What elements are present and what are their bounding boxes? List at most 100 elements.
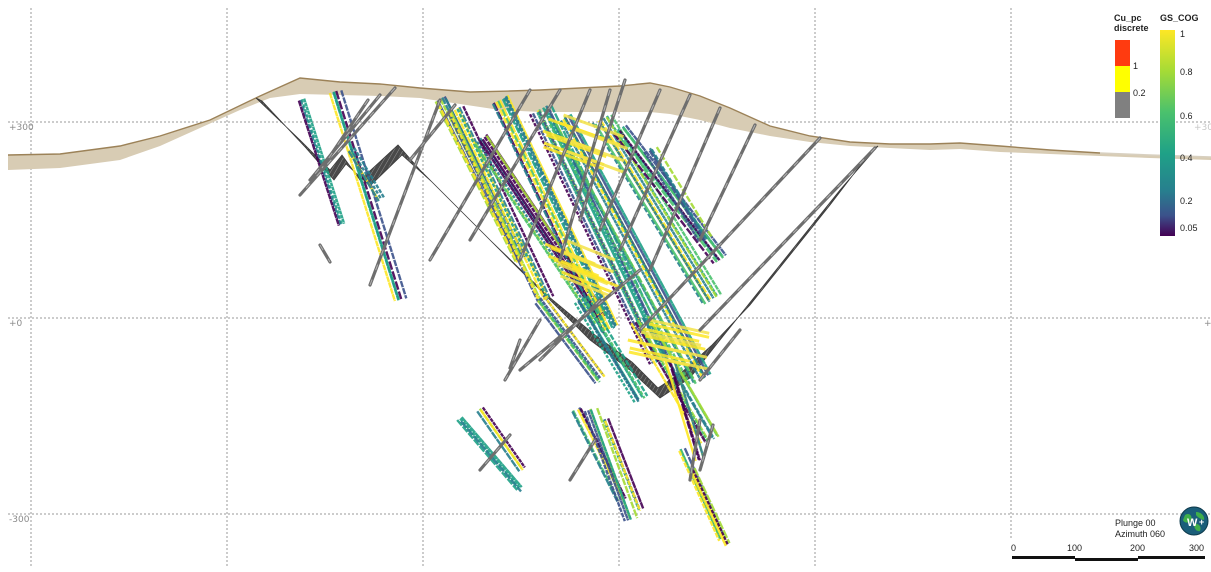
drillhole-highlight (559, 89, 611, 261)
elevation-label-top-right: +30 (1194, 123, 1211, 133)
block-strip (456, 419, 519, 491)
block-strip (434, 100, 517, 263)
topography-surface (8, 78, 1211, 170)
block-strip (564, 238, 616, 262)
legend-cu-subtitle: discrete (1114, 23, 1149, 33)
block-strip (581, 296, 644, 398)
drillhole-trace[interactable] (578, 78, 627, 222)
block-strip (347, 150, 380, 202)
drillhole-highlight (649, 107, 721, 271)
block-strip (436, 101, 519, 263)
topography-line-faint (1099, 152, 1211, 158)
legend-gs-tick-1: 1 (1180, 29, 1186, 39)
legend-gs-tick-08: 0.8 (1180, 67, 1193, 77)
scale-label-200: 200 (1130, 543, 1146, 553)
block-strip (689, 470, 727, 547)
legend-cu-swatch-low (1115, 92, 1130, 118)
topography-line (7, 77, 1101, 156)
block-strip (583, 410, 626, 522)
globe-icon: W + (1179, 506, 1209, 536)
drillhole-trace[interactable] (298, 86, 397, 197)
elevation-label-mid-left: +0 (9, 319, 23, 329)
drillhole-highlight (429, 89, 531, 261)
block-strip (332, 91, 400, 301)
elevation-label-mid-right: + (1204, 319, 1211, 329)
drillhole-highlight (469, 89, 561, 241)
drillhole-trace[interactable] (568, 438, 597, 482)
block-strip (622, 127, 725, 259)
block-strip (353, 147, 386, 199)
legend-gs-title: GS_COG (1160, 13, 1199, 23)
block-strip (459, 417, 522, 490)
scale-bar-segment-3 (1138, 556, 1205, 559)
drillholes[interactable] (298, 78, 877, 482)
drillhole-trace[interactable] (518, 88, 592, 262)
block-strip (534, 302, 597, 385)
block-strip (599, 118, 712, 301)
drillhole-trace[interactable] (538, 298, 602, 362)
block-strip (539, 297, 602, 379)
block-strip (603, 420, 642, 512)
block-strip (644, 334, 706, 351)
block-model (297, 90, 731, 547)
block-strip (648, 322, 710, 339)
block-strip (478, 139, 601, 322)
elevation-label-top-left: +300 (9, 123, 34, 133)
block-strip (563, 113, 625, 139)
block-strip (646, 342, 708, 359)
block-strip (456, 108, 549, 300)
drillhole-highlight (321, 99, 369, 169)
block-strip (602, 117, 715, 299)
block-strip (650, 148, 708, 241)
block-strip (587, 409, 630, 521)
block-strip (504, 96, 617, 328)
block-strip (545, 133, 607, 159)
drillhole-trace[interactable] (598, 88, 662, 232)
elevation-label-bottom-left: -300 (9, 515, 30, 525)
legend-cu-swatch-mid (1115, 66, 1130, 92)
block-strip (528, 113, 652, 365)
svg-text:W: W (1187, 517, 1198, 529)
drillhole-highlight (699, 147, 876, 331)
drillhole-highlight (689, 419, 701, 481)
scale-label-0: 0 (1011, 543, 1017, 553)
block-strip (349, 148, 383, 200)
legend-cu-swatch-high (1115, 40, 1130, 66)
block-strip (607, 417, 645, 509)
block-strip (460, 416, 523, 488)
legend-cu-tick-2: 0.2 (1133, 88, 1146, 98)
block-strip (453, 109, 546, 301)
drillhole-highlight (504, 319, 541, 381)
block-strip (447, 111, 540, 303)
azimuth-readout: Azimuth 060 (1115, 529, 1166, 539)
legend-gs-tick-06: 0.6 (1180, 111, 1193, 121)
drillhole-highlight (699, 124, 756, 241)
block-strip (299, 99, 342, 226)
scale-bar-segment-2 (1075, 558, 1138, 561)
block-strip (300, 98, 343, 225)
drillhole-highlight (409, 104, 456, 161)
block-strip (672, 358, 706, 460)
scale-label-100: 100 (1067, 543, 1083, 553)
block-strip (693, 467, 731, 544)
block-strip (449, 110, 542, 302)
block-strip (594, 123, 707, 305)
block-strip (458, 106, 551, 298)
block-strip (557, 262, 609, 286)
drillhole-highlight (519, 269, 641, 371)
block-strip (691, 469, 729, 546)
scale-label-300: 300 (1189, 543, 1205, 553)
drillhole-trace[interactable] (478, 433, 512, 472)
scale-bar-segment-1 (1012, 556, 1075, 559)
block-strip (538, 301, 601, 383)
block-strip (481, 406, 526, 469)
block-strip (571, 410, 619, 503)
drillhole-trace[interactable] (698, 423, 715, 472)
block-strip (571, 266, 623, 290)
view-orientation-widget[interactable]: W + (1179, 506, 1209, 536)
block-strip (636, 319, 710, 441)
block-strip (577, 301, 640, 403)
block-strip (476, 410, 521, 472)
